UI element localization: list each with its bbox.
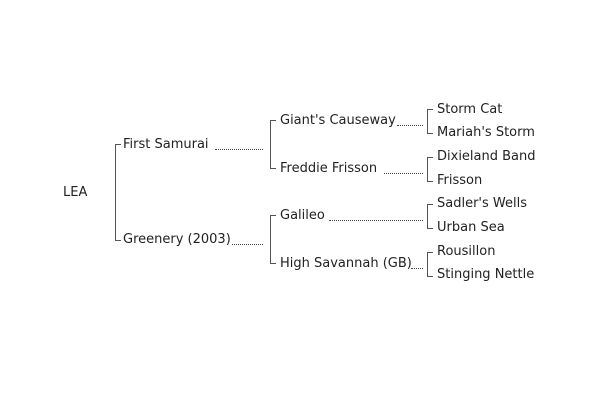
sire-dam-leader-dots bbox=[384, 173, 423, 174]
tick-dam-sire bbox=[270, 215, 276, 216]
dam-sire-leader-dots bbox=[329, 220, 423, 221]
tick-ss-sire bbox=[427, 109, 433, 110]
tick-ds-sire bbox=[427, 204, 433, 205]
dam-dam-leader-dots bbox=[411, 268, 423, 269]
tick-sire bbox=[115, 144, 121, 145]
bracket-ds-parents bbox=[427, 204, 428, 228]
sd-dam-name: Frisson bbox=[437, 173, 483, 188]
bracket-ss-parents bbox=[427, 109, 428, 133]
ds-sire-name: Sadler's Wells bbox=[437, 196, 527, 211]
dam-name: Greenery (2003) bbox=[123, 232, 231, 247]
bracket-dd-parents bbox=[427, 252, 428, 276]
tick-dam bbox=[115, 240, 121, 241]
dam-leader-dots bbox=[232, 244, 263, 245]
tick-dd-dam bbox=[427, 276, 433, 277]
dd-sire-name: Rousillon bbox=[437, 244, 496, 259]
bracket-gen1 bbox=[115, 144, 116, 240]
tick-sd-sire bbox=[427, 157, 433, 158]
sire-sire-leader-dots bbox=[397, 125, 423, 126]
dam-sire-name: Galileo bbox=[280, 208, 325, 223]
ds-dam-name: Urban Sea bbox=[437, 220, 505, 235]
subject-name: LEA bbox=[63, 185, 88, 200]
dd-dam-name: Stinging Nettle bbox=[437, 267, 535, 282]
sire-leader-dots bbox=[215, 149, 263, 150]
tick-ds-dam bbox=[427, 228, 433, 229]
tick-dam-dam bbox=[270, 263, 276, 264]
bracket-sd-parents bbox=[427, 157, 428, 181]
dam-dam-name: High Savannah (GB) bbox=[280, 256, 412, 271]
ss-sire-name: Storm Cat bbox=[437, 102, 503, 117]
sire-name: First Samurai bbox=[123, 137, 209, 152]
sire-dam-name: Freddie Frisson bbox=[280, 161, 378, 176]
sire-sire-name: Giant's Causeway bbox=[280, 113, 396, 128]
tick-ss-dam bbox=[427, 133, 433, 134]
tick-sd-dam bbox=[427, 181, 433, 182]
tick-sire-sire bbox=[270, 120, 276, 121]
sd-sire-name: Dixieland Band bbox=[437, 149, 536, 164]
tick-dd-sire bbox=[427, 252, 433, 253]
bracket-dam-parents bbox=[270, 215, 271, 263]
bracket-sire-parents bbox=[270, 120, 271, 168]
ss-dam-name: Mariah's Storm bbox=[437, 125, 535, 140]
tick-sire-dam bbox=[270, 168, 276, 169]
